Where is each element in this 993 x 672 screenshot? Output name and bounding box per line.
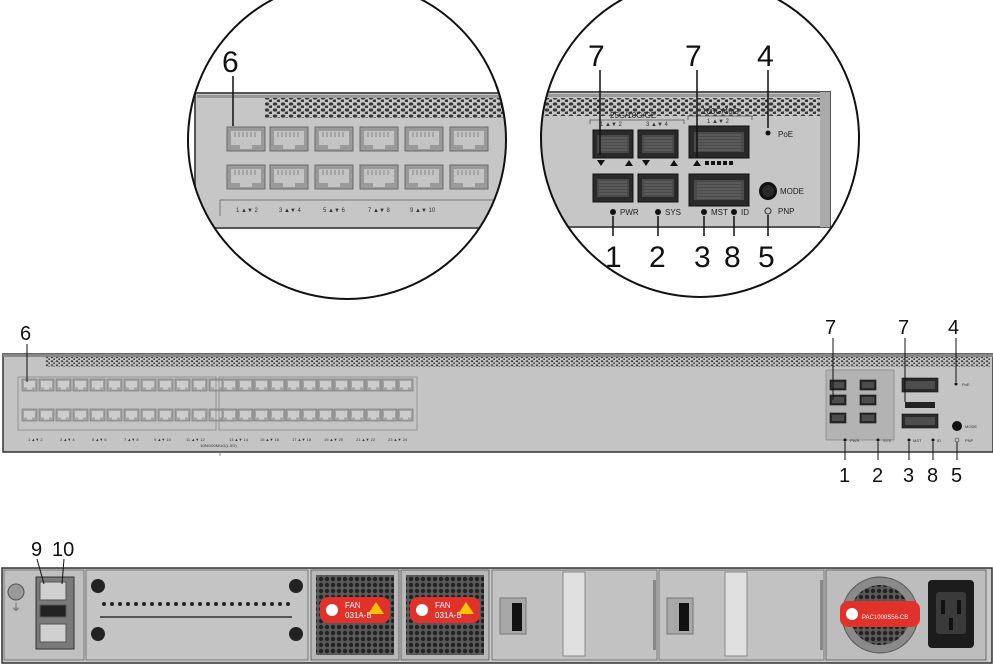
front-port-label: 21 ▲▼ 22 bbox=[356, 437, 376, 442]
fan-badge bbox=[320, 597, 390, 623]
front-callout-1: 1 bbox=[839, 465, 850, 487]
front-port-label: 19 ▲▼ 20 bbox=[324, 437, 344, 442]
front-port-label: 1 ▲▼ 2 bbox=[28, 437, 43, 442]
led-pnp-label: PNP bbox=[778, 207, 794, 216]
callout-1: 1 bbox=[605, 241, 622, 274]
rear-panel: ⏚ 9 10 FAN 031A-B bbox=[1, 539, 993, 664]
front-port-label: 15 ▲▼ 16 bbox=[260, 437, 280, 442]
rear-callout-10: 10 bbox=[52, 539, 74, 561]
front-callout-8: 8 bbox=[927, 465, 938, 487]
front-callout-6: 6 bbox=[20, 323, 31, 345]
callout-5: 5 bbox=[758, 241, 775, 274]
psu-badge bbox=[840, 601, 920, 627]
led-sys-label: SYS bbox=[665, 208, 681, 217]
front-callout-4: 4 bbox=[948, 317, 959, 339]
front-mode-label: MODE bbox=[965, 424, 977, 429]
led-mst-label: MST bbox=[711, 208, 728, 217]
usb-port[interactable] bbox=[39, 604, 67, 618]
psu-label: PAC1000S56-CB bbox=[862, 615, 908, 621]
led-id-label: ID bbox=[741, 208, 749, 217]
mgmt-port[interactable] bbox=[39, 623, 67, 643]
zoom-left-port-label: 5 ▲▼ 6 bbox=[323, 208, 346, 214]
front-led-mst-label: MST bbox=[913, 438, 922, 443]
front-port-label: 3 ▲▼ 4 bbox=[60, 437, 75, 442]
zoom-left-group: 1 ▲▼ 2 3 ▲▼ 4 5 ▲▼ 6 7 ▲▼ 8 9 ▲▼ 10 6 bbox=[187, 0, 507, 300]
front-rj45-ports bbox=[17, 376, 418, 431]
front-led-pwr-label: PWR bbox=[850, 438, 859, 443]
fan-module-1[interactable]: FAN 031A-B bbox=[310, 569, 400, 661]
group2-label: 100G/40G bbox=[702, 107, 739, 116]
zoom-left-port-label: 7 ▲▼ 8 bbox=[368, 208, 391, 214]
callout-6: 6 bbox=[222, 46, 239, 79]
led-pwr-label: PWR bbox=[620, 208, 639, 217]
led-poe-label: PoE bbox=[778, 130, 793, 139]
fan-model: 031A-B bbox=[345, 611, 372, 620]
mode-label: MODE bbox=[780, 187, 804, 196]
zoom-right-group: 25G/10G/GE 1 ▲▼ 2 3 ▲▼ 4 100G/40G 1 ▲▼ 2… bbox=[540, 0, 860, 298]
callout-4: 4 bbox=[757, 40, 774, 73]
callout-7: 7 bbox=[685, 40, 702, 73]
psu-filler-2 bbox=[658, 569, 825, 661]
fan-model: 031A-B bbox=[435, 611, 462, 620]
front-callout-5: 5 bbox=[951, 465, 962, 487]
ground-icon: ⏚ bbox=[11, 602, 21, 614]
callout-3: 3 bbox=[694, 241, 711, 274]
front-led-sys-label: SYS bbox=[883, 438, 891, 443]
zoom-left-port-label: 1 ▲▼ 2 bbox=[236, 208, 259, 214]
fan-label: FAN bbox=[435, 601, 451, 610]
front-callout-7: 7 bbox=[898, 317, 909, 339]
front-callout-7: 7 bbox=[825, 317, 836, 339]
group1-label: 25G/10G/GE bbox=[610, 111, 656, 120]
fan-module-2[interactable]: FAN 031A-B bbox=[400, 569, 490, 661]
zoom-left-port-label: 3 ▲▼ 4 bbox=[279, 208, 302, 214]
front-port-label: 13 ▲▼ 14 bbox=[229, 437, 249, 442]
front-led-id-label: ID bbox=[937, 438, 941, 443]
front-port-label: 23 ▲▼ 24 bbox=[388, 437, 408, 442]
callout-8: 8 bbox=[724, 241, 741, 274]
rear-callout-9: 9 bbox=[31, 539, 42, 561]
front-group-caption: 10M/100M/1G(L.5G) bbox=[200, 443, 237, 448]
front-port-label: 11 ▲▼ 12 bbox=[186, 437, 206, 442]
front-port-label: 17 ▲▼ 18 bbox=[292, 437, 312, 442]
callout-2: 2 bbox=[649, 241, 666, 274]
front-led-poe-label: PoE bbox=[962, 382, 970, 387]
group2-port-label: 1 ▲▼ 2 bbox=[707, 119, 730, 125]
front-mode-button[interactable] bbox=[952, 421, 962, 431]
zoom-left-port-label: 9 ▲▼ 10 bbox=[410, 208, 436, 214]
front-port-label: 5 ▲▼ 6 bbox=[92, 437, 107, 442]
fan-label: FAN bbox=[345, 601, 361, 610]
group1-port-label: 3 ▲▼ 4 bbox=[646, 122, 669, 128]
group1-port-label: 1 ▲▼ 2 bbox=[600, 122, 623, 128]
console-port[interactable] bbox=[39, 581, 67, 601]
psu-filler-1 bbox=[491, 569, 658, 661]
front-port-label: 9 ▲▼ 10 bbox=[154, 437, 172, 442]
front-panel: 1 ▲▼ 2 3 ▲▼ 4 5 ▲▼ 6 7 ▲▼ 8 9 ▲▼ 10 11 ▲… bbox=[2, 317, 993, 487]
callout-7: 7 bbox=[588, 40, 605, 73]
front-callout-2: 2 bbox=[872, 465, 883, 487]
front-led-pnp-label: PNP bbox=[965, 438, 974, 443]
fan-badge bbox=[410, 597, 480, 623]
front-port-label: 7 ▲▼ 8 bbox=[124, 437, 139, 442]
front-callout-3: 3 bbox=[903, 465, 914, 487]
psu-module[interactable]: PAC1000S56-CB bbox=[825, 569, 987, 661]
